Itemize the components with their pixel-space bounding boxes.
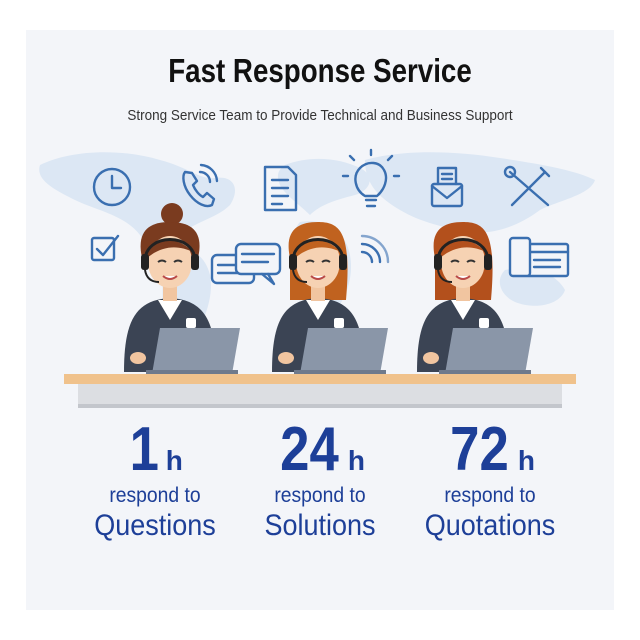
agent-1 [124, 203, 240, 375]
stat-label: Solutions [264, 509, 376, 542]
tools-icon [503, 165, 551, 207]
laptop [300, 328, 388, 374]
laptop [445, 328, 533, 374]
stat-number: 1 [129, 415, 160, 484]
checkbox-icon [90, 234, 120, 262]
chat-bubbles-icon [210, 242, 282, 286]
stat-label: Questions [94, 509, 216, 542]
stat-unit: h [165, 445, 183, 476]
phone-icon [182, 163, 219, 208]
agent-3 [417, 222, 533, 375]
page-subtitle: Strong Service Team to Provide Technical… [127, 107, 513, 124]
stat-number: 24 [280, 415, 339, 484]
stat-number: 72 [450, 415, 509, 484]
lightbulb-icon [341, 148, 401, 208]
stat-quotations: 72 h respond to Quotations [390, 418, 590, 544]
stat-solutions: 24 h respond to Solutions [220, 418, 420, 544]
browser-window-icon [508, 236, 570, 278]
mail-icon [430, 166, 464, 208]
document-icon [263, 165, 298, 212]
stat-caption: respond to [274, 484, 366, 507]
stat-label: Quotations [424, 509, 556, 542]
page-title: Fast Response Service [168, 52, 472, 89]
stat-unit: h [347, 445, 366, 476]
wifi-icon [360, 234, 390, 264]
stat-unit: h [517, 445, 536, 476]
stat-caption: respond to [444, 484, 536, 507]
laptop [152, 328, 240, 374]
agent-2 [272, 222, 388, 375]
stat-caption: respond to [109, 484, 201, 507]
desk [64, 374, 576, 408]
clock-icon [92, 167, 132, 207]
